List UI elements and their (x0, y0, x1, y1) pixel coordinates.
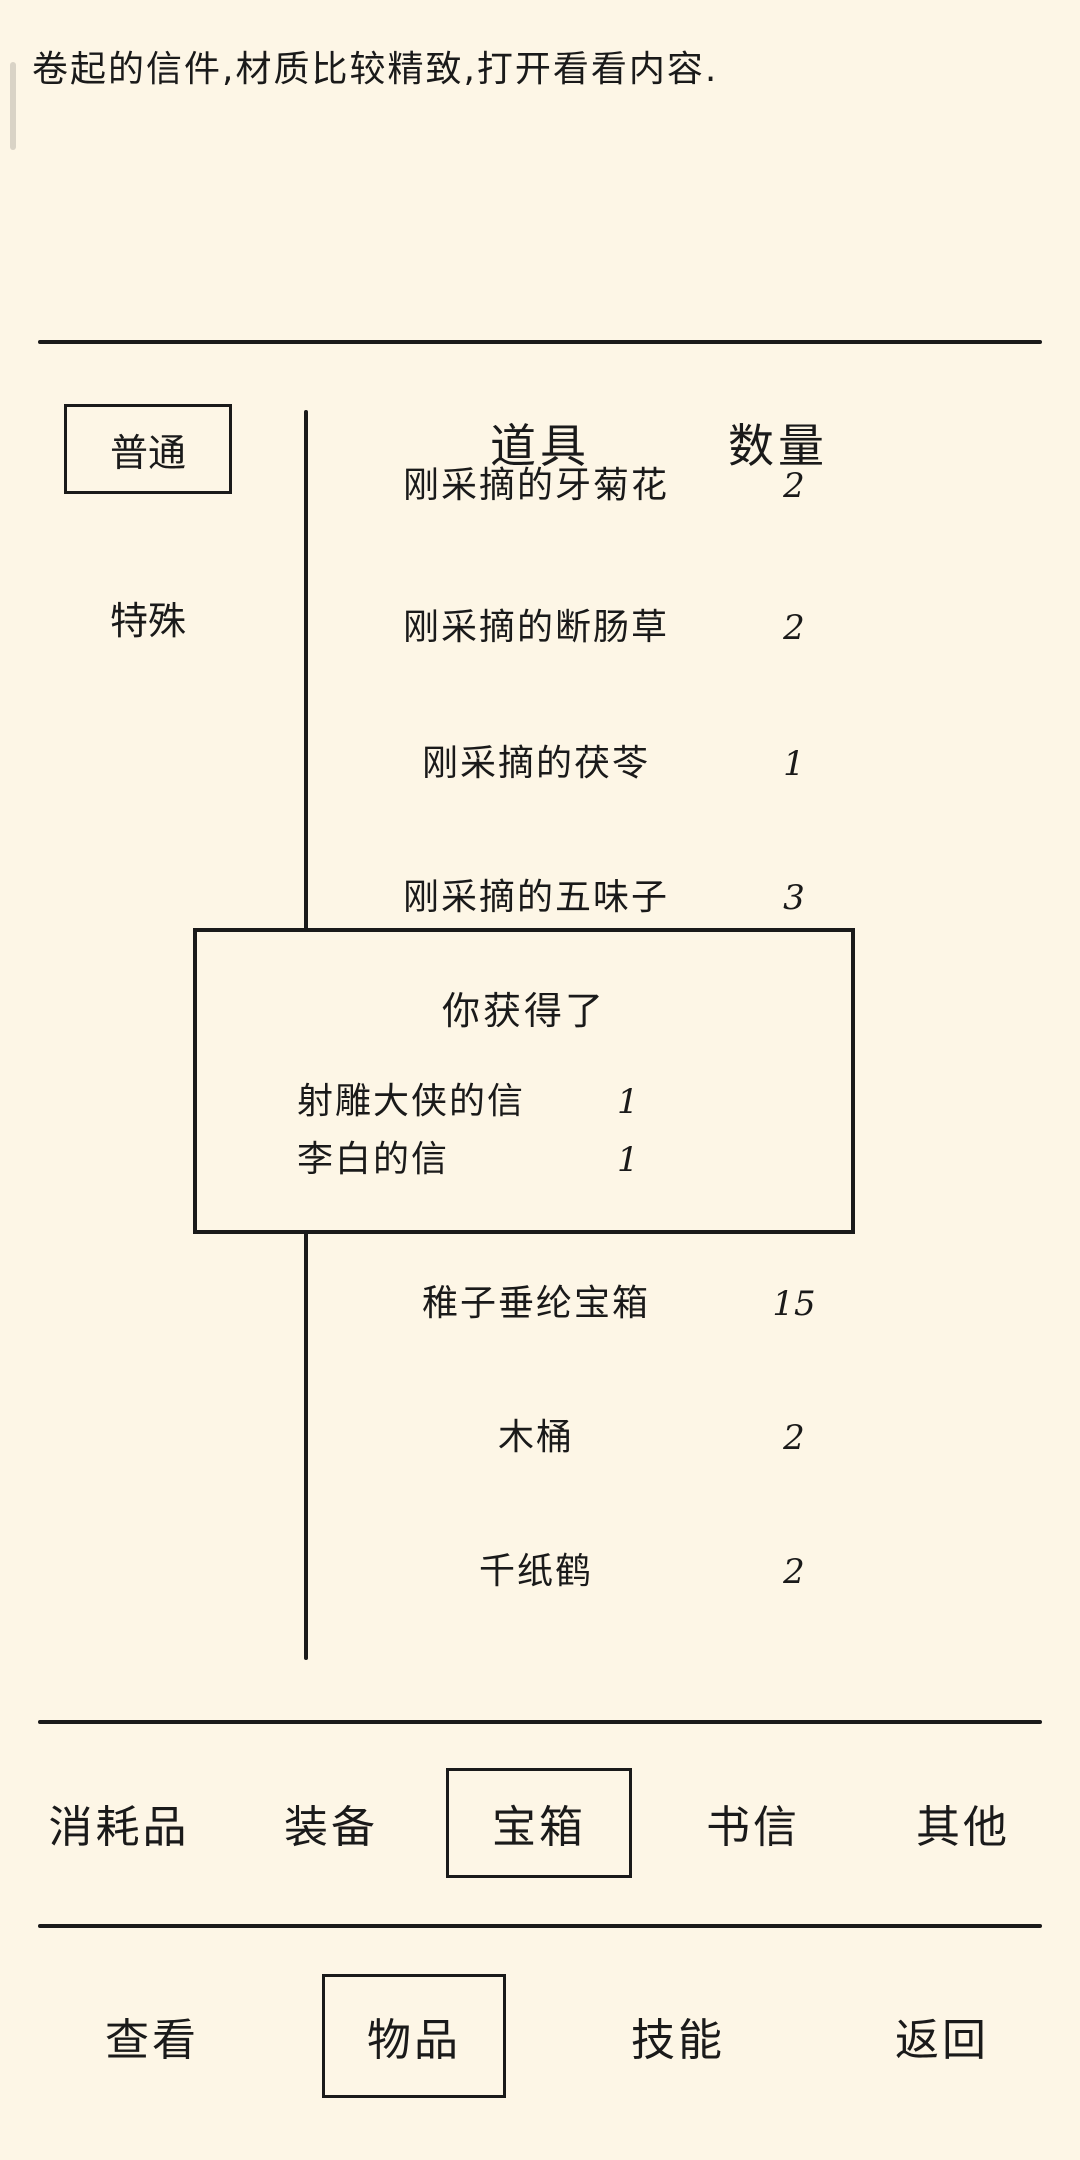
list-item[interactable]: 刚采摘的五味子 3 (306, 858, 966, 938)
filter-tab-special[interactable]: 特殊 (64, 572, 232, 662)
item-count: 2 (783, 608, 805, 648)
list-item[interactable]: 木桶 2 (306, 1398, 966, 1478)
item-name: 刚采摘的断肠草 (402, 607, 669, 648)
category-tab-other[interactable]: 其他 (870, 1768, 1056, 1878)
nav-items-button[interactable]: 物品 (322, 1974, 506, 2098)
list-item[interactable]: 刚采摘的茯苓 1 (306, 724, 966, 804)
category-top-divider (38, 1720, 1042, 1724)
category-tab-chests[interactable]: 宝箱 (446, 1768, 632, 1878)
top-divider (38, 340, 1042, 344)
item-name: 木桶 (497, 1417, 574, 1458)
filter-tab-label: 普通 (109, 430, 186, 475)
filter-tab-normal[interactable]: 普通 (64, 404, 232, 494)
category-tab-equipment[interactable]: 装备 (238, 1768, 424, 1878)
reward-row: 射雕大侠的信 1 (297, 1074, 697, 1130)
item-description: 卷起的信件,材质比较精致,打开看看内容. (32, 49, 719, 90)
reward-row: 李白的信 1 (297, 1132, 697, 1188)
filter-tab-label: 特殊 (109, 598, 186, 643)
item-name: 千纸鹤 (478, 1551, 593, 1592)
nav-label: 查看 (105, 2015, 199, 2066)
item-name: 稚子垂纶宝箱 (421, 1283, 650, 1324)
category-tab-label: 宝箱 (492, 1802, 586, 1853)
item-name: 刚采摘的五味子 (402, 877, 669, 918)
category-tab-label: 其他 (916, 1802, 1010, 1853)
category-tab-letters[interactable]: 书信 (660, 1768, 846, 1878)
category-tab-consumables[interactable]: 消耗品 (26, 1768, 212, 1878)
list-item[interactable]: 刚采摘的牙菊花 2 (306, 446, 966, 526)
popup-title: 你获得了 (441, 989, 606, 1033)
item-count: 2 (783, 1418, 805, 1458)
list-item[interactable]: 千纸鹤 2 (306, 1532, 966, 1612)
category-bottom-divider (38, 1924, 1042, 1928)
item-count: 2 (783, 466, 805, 506)
column-header-count: 数量 (728, 419, 828, 473)
reward-name: 李白的信 (297, 1139, 450, 1180)
item-name: 刚采摘的牙菊花 (402, 465, 669, 506)
category-tab-label: 书信 (706, 1802, 800, 1853)
nav-back-button[interactable]: 返回 (850, 1974, 1034, 2098)
list-item[interactable]: 稚子垂纶宝箱 15 (306, 1264, 966, 1344)
item-name: 刚采摘的茯苓 (421, 743, 650, 784)
item-count: 2 (783, 1552, 805, 1592)
nav-view-button[interactable]: 查看 (60, 1974, 244, 2098)
reward-count: 1 (617, 1082, 639, 1122)
item-count: 15 (772, 1284, 816, 1324)
reward-count: 1 (617, 1140, 639, 1180)
item-count: 3 (783, 878, 805, 918)
nav-skills-button[interactable]: 技能 (586, 1974, 770, 2098)
category-tab-label: 装备 (284, 1802, 378, 1853)
category-tab-label: 消耗品 (48, 1802, 190, 1853)
nav-label: 技能 (631, 2015, 725, 2066)
list-item[interactable]: 刚采摘的断肠草 2 (306, 588, 966, 668)
item-count: 1 (783, 744, 805, 784)
description-scrollbar[interactable] (10, 62, 16, 150)
reward-popup[interactable]: 你获得了 射雕大侠的信 1 李白的信 1 (193, 928, 855, 1234)
reward-name: 射雕大侠的信 (297, 1081, 526, 1122)
column-header-item: 道具 (490, 419, 590, 473)
nav-label: 返回 (895, 2015, 989, 2066)
nav-label: 物品 (367, 2015, 461, 2066)
item-list[interactable]: 刚采摘的牙菊花 2 刚采摘的断肠草 2 刚采摘的茯苓 1 刚采摘的五味子 3 稚… (306, 465, 966, 1658)
